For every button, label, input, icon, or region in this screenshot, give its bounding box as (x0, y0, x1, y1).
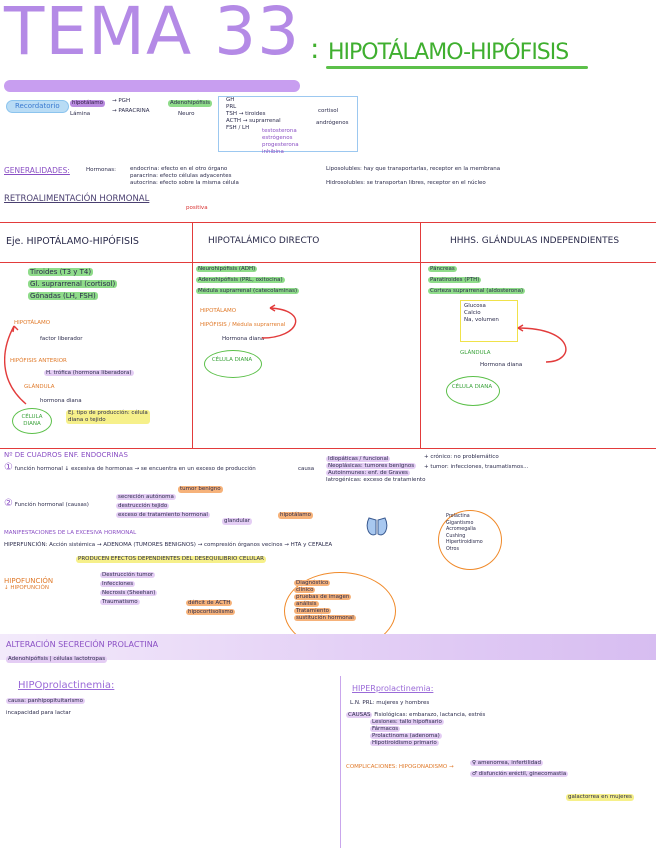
c3-celula: CÉLULA DIANA (451, 384, 493, 390)
prolactina-title: ALTERACIÓN SECRECIÓN PROLACTINA (6, 640, 159, 649)
hipo-note: incapacidad para lactar (6, 710, 71, 716)
manifest-line: HIPERFUNCIÓN: Acción sistémica → ADENOMA… (4, 542, 333, 548)
page-title: TEMA 33 (4, 0, 301, 70)
manifest-strip: PRODUCEN EFECTOS DEPENDIENTES DEL DESEQU… (76, 556, 266, 563)
manifest-title: MANIFESTACIONES DE LA EXCESIVA HORMONAL (4, 530, 137, 536)
hormonas-label: Hormonas: (86, 167, 116, 173)
hipofuncion-title: HIPOFUNCIÓN ↓ HIPOFUNCIÓN (4, 577, 54, 592)
c1-note: Ej. tipo de producción: célula diana o t… (66, 410, 150, 424)
c2-group: secreción autónoma destrucción tejido ex… (116, 494, 210, 518)
complic-list: ♀ amenorrea, infertilidad ♂ disfunción e… (470, 760, 569, 777)
col3-list: Páncreas Paratiroides (PTH) Corteza supr… (428, 266, 526, 294)
c1-celula: CÉLULA DIANA (21, 414, 43, 427)
hipo-items: Destrucción tumor Infecciones Necrosis (… (100, 572, 158, 605)
mid-right-list: Idiopáticas / funcional Neoplásicas: tum… (326, 456, 426, 483)
c3-glandula: GLÁNDULA (460, 350, 491, 356)
cortisol-label: cortisol (318, 108, 339, 114)
androgenos-label: andrógenos (316, 120, 349, 126)
c1-celula-oval (12, 408, 52, 434)
prolactina-band (0, 634, 656, 660)
page-subtitle: HIPOTÁLAMO-HIPÓFISIS (328, 40, 569, 65)
c2-celula-oval (204, 350, 262, 378)
mid-title: Nº DE CUADROS ENF. ENDOCRINAS (4, 451, 128, 459)
paracrina-label: → PARACRINA (112, 108, 150, 114)
c2-hipotalamo: HIPOTÁLAMO (200, 308, 237, 314)
mid-l2: ② Función hormonal (causas) (4, 498, 89, 509)
mid-right-notes: + crónico: no problemático + tumor: infe… (424, 454, 529, 470)
right-oval (438, 510, 502, 570)
c2-feedback-arrow (261, 304, 297, 339)
col2-title: HIPOTALÁMICO DIRECTO (208, 236, 320, 246)
generalidades-label: GENERALIDADES: (4, 166, 70, 175)
c1-hipotalamo: HIPOTÁLAMO (14, 320, 51, 326)
hiper-causes: CAUSAS Fisiológicas: embarazo, lactancia… (346, 712, 486, 746)
c2a: tumor benigno (178, 486, 223, 493)
hiper-title: HIPERprolactinemia: (352, 684, 434, 693)
c3-box (460, 300, 518, 342)
c3-celula-oval (446, 376, 500, 406)
pgh-label: → PGH (112, 98, 131, 104)
c1-trofica: H. trófica (hormona liberadora) (44, 370, 134, 376)
bottom-note: galactorrea en mujeres (566, 794, 634, 801)
retro-note: positiva (186, 205, 208, 211)
mid-causa: causa (298, 466, 315, 472)
hipo-title: HIPOprolactinemia: (18, 680, 115, 691)
col-divider-2 (420, 222, 421, 448)
neuro-label: Neuro (178, 111, 195, 117)
c1-factor: factor liberador (40, 336, 83, 342)
col-divider-1 (192, 222, 193, 448)
col1-title: Eje. HIPOTÁLAMO-HIPÓFISIS (6, 236, 139, 247)
title-colon: : (310, 32, 320, 65)
top-box (218, 96, 358, 152)
hipo-causa: causa: panhipopituitarismo (6, 698, 86, 704)
oval-2-text: Diagnóstico clínico pruebas de imagen an… (294, 580, 356, 621)
c2-celula: CÉLULA DIANA (211, 357, 253, 363)
c1-hormona: hormona diana (40, 398, 82, 404)
bottom-divider (340, 676, 341, 848)
c2-sel: glandular (222, 518, 253, 525)
c1-glandula: GLÁNDULA (24, 384, 55, 390)
hiper-l1: L.N. PRL: mujeres y hombres (350, 700, 430, 706)
solubility-lines: Liposolubles: hay que transportarlas, re… (326, 166, 501, 186)
prolactina-sub: Adenohipófisis | células lactotropas (6, 656, 108, 663)
col2-list: Neurohipófisis (ADH) Adenohipófisis (PRL… (196, 266, 300, 294)
recordatorio-cloud: Recordatorio (6, 100, 69, 113)
c1-feedback-arrow (4, 325, 27, 405)
organ-icon (366, 514, 388, 540)
hipotalamo-pill: hipotálamo (70, 100, 106, 107)
column-header-line (0, 262, 656, 263)
adenohipofisis-pill: Adenohipófisis (168, 100, 212, 107)
col3-title: HHHS. GLÁNDULAS INDEPENDIENTES (450, 236, 620, 246)
subtitle-underline (326, 66, 588, 69)
c2-sel2: hipotálamo (278, 512, 314, 519)
lamina-label: Lámina (70, 111, 91, 117)
title-underline (4, 80, 300, 92)
hipo-right: déficit de ACTH hipocortisolismo (186, 600, 236, 615)
hormonas-lines: endocrina: efecto en el otro órgano para… (130, 166, 239, 186)
c1-hipofisis: HIPÓFISIS ANTERIOR (10, 358, 67, 364)
right-oval-text: Prolactina Gigantismo Acromegalia Cushin… (446, 514, 483, 552)
section-bottom-line (0, 448, 656, 449)
c3-feedback-arrow (517, 324, 567, 363)
hormone-list: GH PRL TSH → tiroides ACTH → suprarrenal… (226, 97, 281, 131)
complic-label: COMPLICACIONES: HIPOGONADISMO → (346, 764, 454, 770)
c3-hormona: Hormona diana (480, 362, 523, 368)
section-top-line (0, 222, 656, 223)
gonad-list: testosterona estrógenos progesterona inh… (262, 128, 299, 155)
retroalimentacion-title: RETROALIMENTACIÓN HORMONAL (4, 194, 150, 204)
c2-hormona: Hormona diana (222, 336, 265, 342)
col1-list: Tiroides (T3 y T4) Gl. suprarrenal (cort… (28, 268, 118, 300)
c2-hipofisis: HIPÓFISIS / Médula suprarrenal (200, 322, 286, 328)
c3-box-text: Glucosa Calcio Na, volumen (464, 303, 499, 323)
mid-l1: ① función hormonal ↓ excesiva de hormona… (4, 462, 256, 473)
